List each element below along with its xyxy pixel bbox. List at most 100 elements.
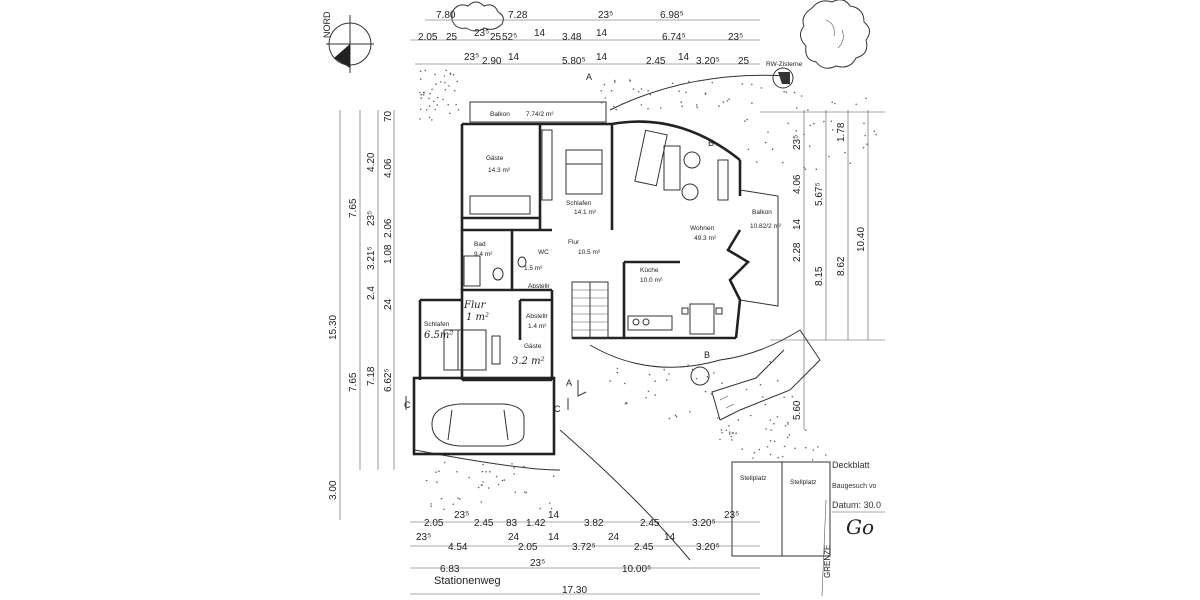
gravel-dot <box>783 445 786 448</box>
gravel-dot <box>777 456 779 459</box>
room-flur-area: 10.5 m² <box>578 249 601 256</box>
gravel-dot <box>645 396 647 399</box>
gravel-dot <box>765 428 767 430</box>
dim-right-4: 8.62 <box>836 256 847 276</box>
tree-small <box>690 366 710 386</box>
gravel-dot <box>609 380 611 382</box>
gravel-dot <box>615 108 617 111</box>
gravel-dot <box>654 380 656 383</box>
dim-right-2: 5.67⁵ <box>814 182 825 206</box>
bed-gaeste <box>469 195 531 215</box>
gravel-dot <box>782 161 784 164</box>
gravel-dot <box>681 105 683 107</box>
gravel-dot <box>614 81 616 83</box>
gravel-dot <box>444 89 447 91</box>
gravel-dot <box>503 479 506 481</box>
gravel-dot <box>791 395 794 398</box>
gravel-dot <box>637 91 640 93</box>
gravel-dot <box>719 438 721 441</box>
dim-top-1d: 6.98⁵ <box>660 10 684 21</box>
dim-top-2h: 14 <box>596 28 608 39</box>
dim-top-2c: 23⁵ <box>474 28 489 39</box>
dim-left-7: 70 <box>383 110 394 122</box>
dim-left-12: 24 <box>383 298 394 310</box>
gravel-dot <box>781 455 784 458</box>
stamp-line1: Baugesuch vo <box>832 483 876 490</box>
gravel-dot <box>688 80 690 83</box>
gravel-dot <box>468 476 471 479</box>
gravel-dot <box>680 101 683 103</box>
gravel-dot <box>428 97 430 100</box>
gravel-dot <box>862 146 865 149</box>
gravel-dot <box>665 379 668 381</box>
section-mark-a-bottom: A <box>566 378 572 388</box>
dim-bottom-2d: 2.05 <box>518 542 538 553</box>
gravel-dot <box>811 459 814 461</box>
cistern <box>772 67 794 89</box>
gravel-dot <box>776 416 779 418</box>
stamp-line2: Datum: 30.0 <box>832 500 881 510</box>
dim-top-2a: 2.05 <box>418 32 438 43</box>
dim-top-2d: 25 <box>490 32 502 43</box>
gravel-dot <box>435 83 437 85</box>
gravel-dot <box>482 463 484 466</box>
dim-top-3b: 2.90 <box>482 56 502 67</box>
parking-area: Stellplatz Stellplatz <box>731 461 831 557</box>
gravel-dot <box>511 463 513 465</box>
gravel-dot <box>704 93 707 95</box>
gravel-dot <box>695 377 698 380</box>
gravel-dot <box>624 402 627 405</box>
gravel-dot <box>776 379 779 382</box>
gravel-dot <box>420 94 423 96</box>
gravel-dot <box>480 501 483 503</box>
room-bad-name: Bad <box>474 241 486 248</box>
gravel-dot <box>448 85 450 87</box>
gravel-dot <box>764 403 766 406</box>
dim-right-3: 8.15 <box>814 266 825 286</box>
gravel-dot <box>426 109 428 111</box>
gravel-dot <box>805 446 807 449</box>
dim-top-2g: 3.48 <box>562 32 582 43</box>
gravel-dot <box>710 393 713 395</box>
gravel-dot <box>430 503 432 505</box>
gravel-dot <box>600 101 603 104</box>
gravel-dot <box>773 422 775 425</box>
gravel-dot <box>720 429 723 431</box>
dim-bottom-2e: 14 <box>548 532 560 543</box>
bed-schlafen <box>565 149 603 195</box>
gravel-dot <box>628 79 631 81</box>
gravel-dot <box>757 401 759 404</box>
gravel-dot <box>428 105 431 107</box>
gravel-dot <box>721 431 723 434</box>
gravel-dot <box>419 91 421 94</box>
gravel-dot <box>741 83 744 85</box>
furniture <box>431 67 794 447</box>
gravel-dot <box>453 89 456 92</box>
gravel-dot <box>834 102 836 105</box>
gravel-dot <box>443 75 446 77</box>
gravel-dot <box>513 473 515 475</box>
gravel-dot <box>678 90 680 93</box>
room-gaeste-top-name: Gäste <box>486 155 504 162</box>
dim-bottom-2j: 3.20⁵ <box>696 542 720 553</box>
sofa-1 <box>634 129 668 187</box>
gravel-dot <box>489 471 491 473</box>
gravel-dot <box>647 107 649 110</box>
gravel-dot <box>831 101 833 104</box>
gravel-dot <box>422 91 425 94</box>
dim-top-3i: 25 <box>738 56 750 67</box>
gravel-dot <box>805 429 807 432</box>
gravel-dot <box>730 435 732 438</box>
gravel-dot <box>477 486 480 489</box>
gravel-dot <box>746 118 748 121</box>
dim-bottom-1c: 2.45 <box>474 518 494 529</box>
gravel-dot <box>745 388 748 391</box>
gravel-dot <box>794 447 796 450</box>
gravel-dot <box>419 118 421 120</box>
gravel-dot <box>803 133 805 136</box>
dim-top-1b: 7.28 <box>508 10 528 21</box>
gravel-dot <box>751 102 753 104</box>
gravel-dot <box>762 396 764 398</box>
gravel-dot <box>726 100 729 102</box>
gravel-dot <box>648 373 651 376</box>
